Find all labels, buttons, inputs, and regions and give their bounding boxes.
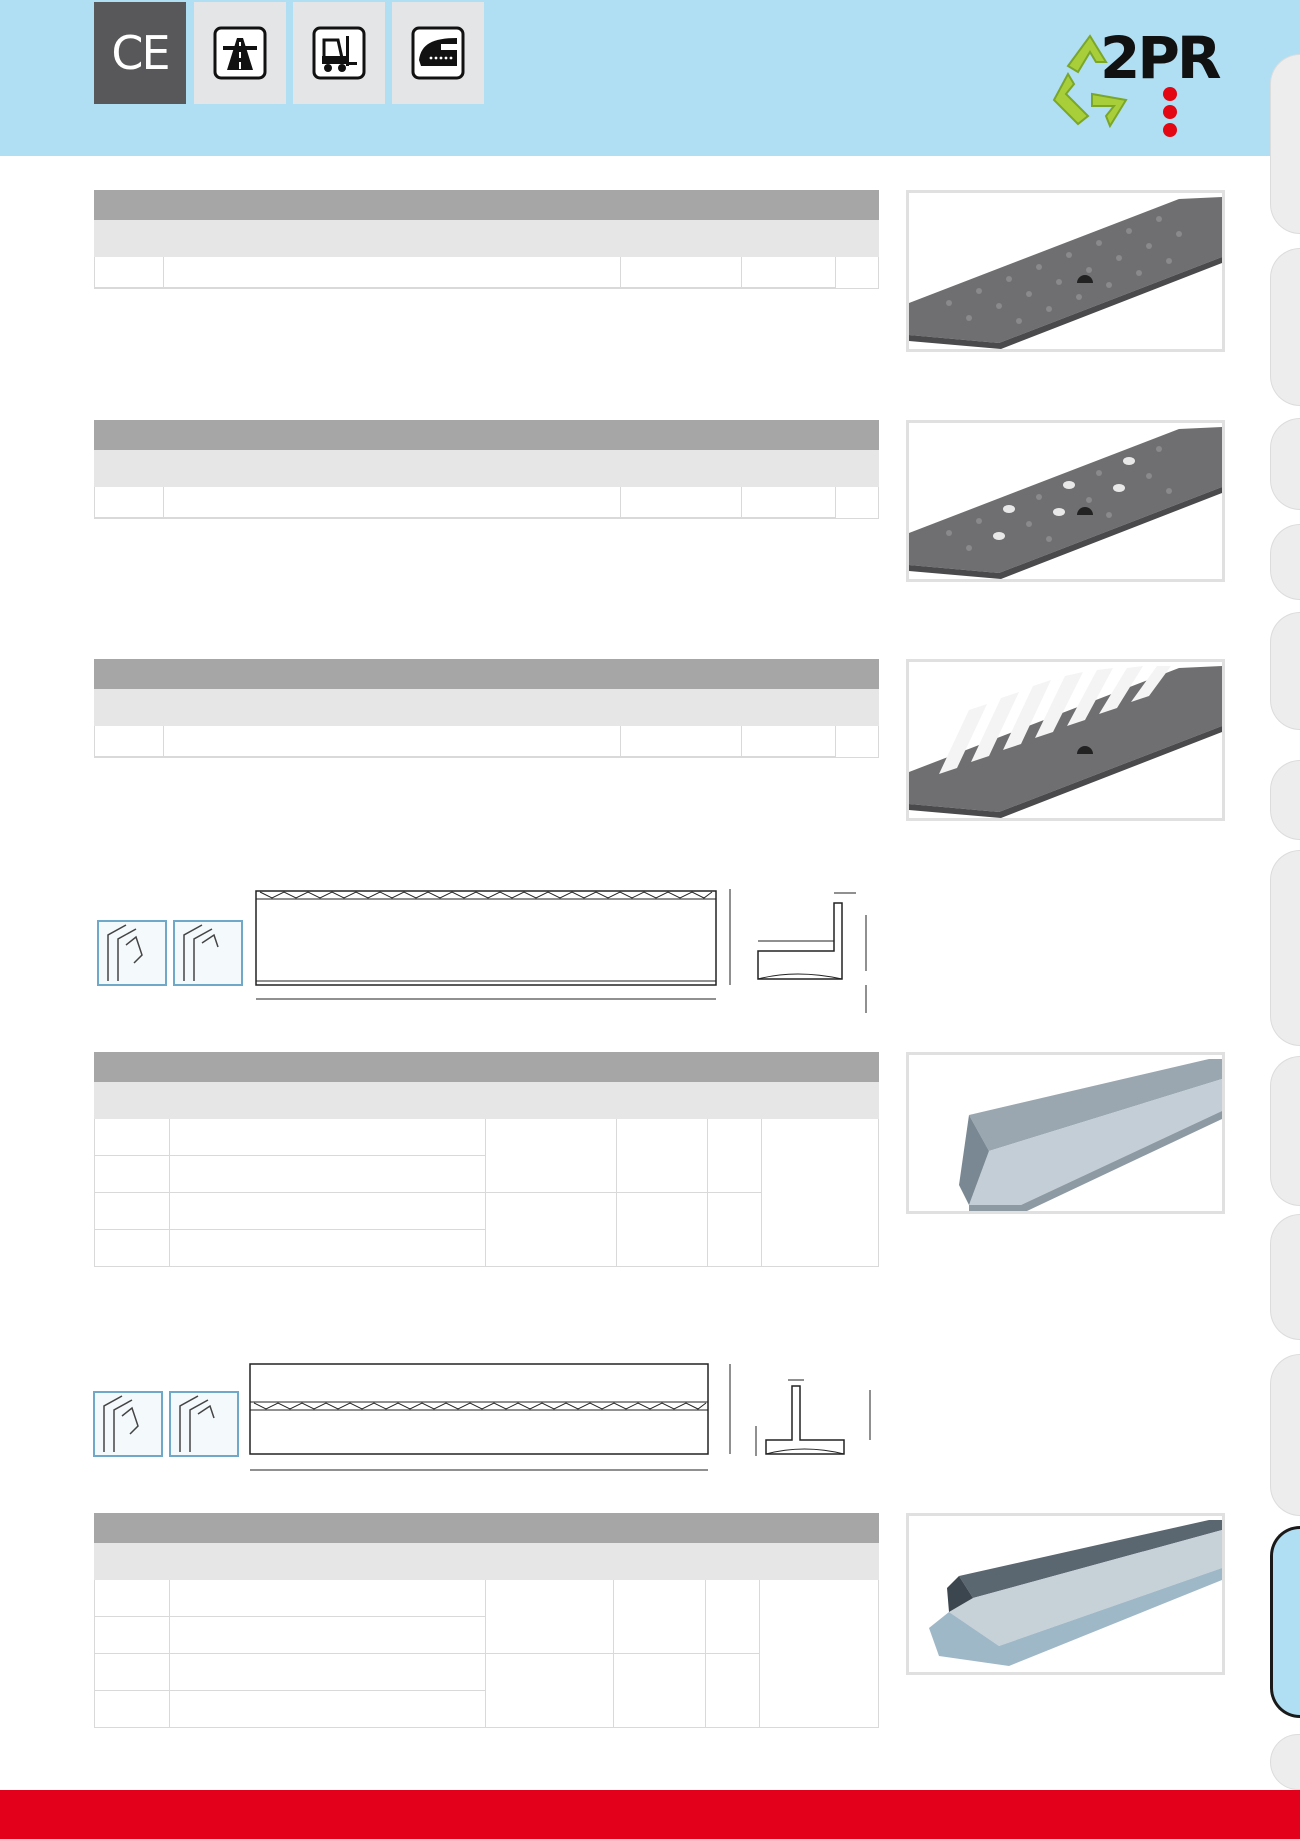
motorway-badge	[194, 2, 286, 104]
table-cell-merged	[486, 1580, 614, 1654]
table-cell	[95, 1580, 170, 1617]
table-header	[94, 420, 879, 450]
table-cell	[170, 1156, 486, 1193]
table-body	[94, 1580, 879, 1728]
table-cell	[95, 1119, 170, 1156]
table-cell-merged	[617, 1119, 708, 1193]
t-channel-photo	[906, 1513, 1225, 1675]
table-cell-merged	[614, 1654, 706, 1727]
table-cell-merged	[706, 1580, 760, 1654]
table-cell	[170, 1230, 486, 1266]
airport-badge	[392, 2, 484, 104]
table-cell	[170, 1691, 486, 1727]
table-cell	[95, 1654, 170, 1691]
page-footer	[0, 1790, 1300, 1839]
table-cell	[95, 487, 164, 518]
channel-table-2	[94, 1513, 879, 1728]
table-row	[94, 257, 879, 289]
table-cell	[170, 1193, 486, 1230]
table-body	[94, 1119, 879, 1267]
table-cell	[164, 487, 621, 518]
table-subheader	[94, 689, 879, 726]
airport-icon	[411, 26, 465, 80]
side-tab-7[interactable]	[1270, 850, 1300, 1046]
slotted-grating-photo	[906, 659, 1225, 821]
table-cell-merged	[486, 1193, 617, 1266]
table-cell	[95, 1156, 170, 1193]
table-subheader	[94, 1543, 879, 1580]
table-cell	[170, 1580, 486, 1617]
side-tab-6[interactable]	[1270, 760, 1300, 840]
table-header	[94, 1052, 879, 1082]
table-cell	[621, 726, 742, 757]
table-header	[94, 659, 879, 689]
table-cell	[95, 1691, 170, 1727]
table-cell	[170, 1654, 486, 1691]
page-header: CE	[0, 0, 1300, 156]
recycle-icon	[1052, 34, 1128, 128]
brand-logo: 2PR	[1040, 24, 1226, 138]
side-tab-11-active[interactable]	[1270, 1526, 1300, 1718]
table-cell-merged	[706, 1654, 760, 1727]
side-tab-2[interactable]	[1270, 248, 1300, 406]
table-cell	[95, 1193, 170, 1230]
table-cell	[742, 257, 836, 288]
perforated-grating-photo	[906, 420, 1225, 582]
side-tab-10[interactable]	[1270, 1354, 1300, 1516]
forklift-badge	[293, 2, 385, 104]
side-tab-1[interactable]	[1270, 54, 1300, 234]
angle-channel-photo	[906, 1052, 1225, 1214]
grating-table-2	[94, 420, 879, 519]
side-tab-12[interactable]	[1270, 1734, 1300, 1790]
side-tab-9[interactable]	[1270, 1214, 1300, 1340]
logo-dots	[1163, 87, 1177, 137]
angle-channel-drawing	[97, 889, 867, 1013]
ce-mark-badge: CE	[94, 2, 186, 104]
side-tab-4[interactable]	[1270, 524, 1300, 600]
table-cell-merged	[486, 1654, 614, 1727]
t-channel-drawing	[93, 1363, 871, 1471]
side-tab-3[interactable]	[1270, 418, 1300, 510]
table-cell	[742, 487, 836, 518]
table-cell	[95, 257, 164, 288]
table-cell	[621, 487, 742, 518]
table-row	[94, 726, 879, 758]
table-header	[94, 1513, 879, 1543]
table-subheader	[94, 450, 879, 487]
side-tab-5[interactable]	[1270, 612, 1300, 730]
table-cell	[621, 257, 742, 288]
table-cell-merged	[708, 1193, 762, 1266]
table-cell-merged	[486, 1119, 617, 1193]
table-header	[94, 190, 879, 220]
studded-grating-photo	[906, 190, 1225, 352]
forklift-icon	[312, 26, 366, 80]
table-cell	[164, 726, 621, 757]
table-cell	[95, 1230, 170, 1266]
channel-table-1	[94, 1052, 879, 1267]
table-cell-merged	[614, 1580, 706, 1654]
table-cell	[95, 726, 164, 757]
table-cell-merged	[708, 1119, 762, 1193]
grating-table-1	[94, 190, 879, 289]
table-cell	[170, 1119, 486, 1156]
grating-table-3	[94, 659, 879, 758]
ce-mark-icon: CE	[111, 26, 170, 80]
side-tab-8[interactable]	[1270, 1056, 1300, 1206]
motorway-icon	[213, 26, 267, 80]
table-subheader	[94, 220, 879, 257]
table-cell-merged	[617, 1193, 708, 1266]
table-cell	[95, 1617, 170, 1654]
table-cell	[742, 726, 836, 757]
table-cell	[164, 257, 621, 288]
brand-wordmark: 2PR	[1100, 24, 1222, 92]
table-row	[94, 487, 879, 519]
table-cell	[170, 1617, 486, 1654]
table-subheader	[94, 1082, 879, 1119]
